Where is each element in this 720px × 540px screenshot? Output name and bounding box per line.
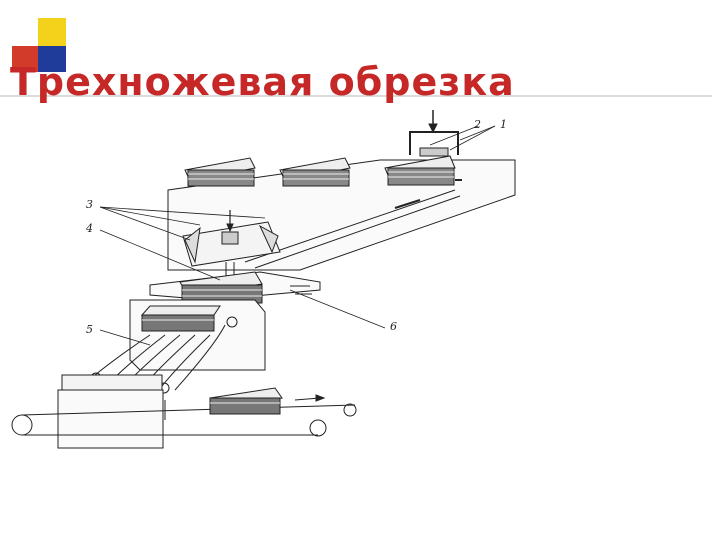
callout-6: 6	[390, 320, 397, 333]
stack-3	[384, 155, 456, 186]
title-rule	[0, 95, 712, 97]
callout-5: 5	[86, 323, 93, 336]
stack-1	[184, 157, 256, 187]
slide-title: Трехножевая обрезка	[10, 60, 515, 104]
output-conveyor	[11, 374, 357, 449]
cutting-table	[149, 271, 321, 304]
trimmer-diagram: 1 2 3 4 5 6	[11, 110, 516, 449]
callout-labels: 1 2 3 4 5 6	[85, 118, 507, 336]
blue-square	[38, 46, 66, 72]
callout-3: 3	[86, 198, 93, 211]
stack-2	[279, 157, 351, 187]
callout-2: 2	[473, 118, 481, 131]
red-square	[12, 46, 38, 72]
press-frame	[409, 110, 462, 181]
yellow-square	[38, 18, 66, 46]
lower-block	[129, 299, 266, 371]
corner-decoration	[12, 18, 66, 72]
trimmed-stack	[209, 387, 326, 415]
callout-1: 1	[500, 118, 507, 131]
knife-assembly	[182, 210, 281, 282]
callout-4: 4	[85, 222, 93, 235]
leader-lines	[99, 125, 496, 346]
